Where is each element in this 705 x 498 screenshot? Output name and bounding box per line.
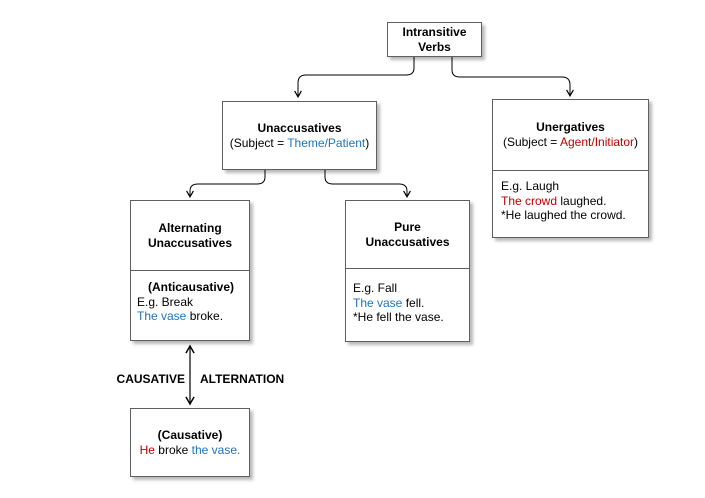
label-alternation: ALTERNATION <box>200 372 285 386</box>
example-label: E.g. Fall <box>353 281 398 295</box>
text-segment-theme-patient: Theme/Patient <box>287 135 366 150</box>
text-segment: fell. <box>402 295 425 310</box>
node-unergatives-body: E.g. Laugh The crowd laughed. *He laughe… <box>493 171 648 223</box>
node-pure-unaccusatives: Pure Unaccusatives E.g. Fall The vase fe… <box>345 200 470 342</box>
node-pure-header: Pure Unaccusatives <box>346 201 469 269</box>
example-label: E.g. Break <box>137 294 194 309</box>
node-subtitle: (Subject = Agent/Initiator) <box>503 135 638 150</box>
text-segment: (Subject = <box>502 135 560 149</box>
text-segment: broke. <box>186 309 224 323</box>
causative-example: He broke the vase. <box>140 443 241 458</box>
edge-root-to-unaccusatives <box>294 57 415 99</box>
text-segment-subject: The vase <box>137 309 187 323</box>
text-segment-subject: The crowd <box>501 193 558 208</box>
text-segment-verb: broke <box>154 442 192 457</box>
ungrammatical-example: *He fell the vase. <box>353 310 444 324</box>
grammatical-example: The vase broke. <box>137 309 245 324</box>
node-intransitive-verbs: Intransitive Verbs <box>387 22 482 57</box>
node-subtitle: (Subject = Theme/Patient) <box>230 136 370 151</box>
node-title: Alternating Unaccusatives <box>147 220 233 250</box>
text-segment-agent-initiator: Agent/Initiator <box>560 135 635 149</box>
node-title: Unergatives <box>536 120 605 134</box>
node-pure-body: E.g. Fall The vase fell. *He fell the va… <box>346 269 469 325</box>
node-unaccusatives: Unaccusatives (Subject = Theme/Patient) <box>222 101 377 170</box>
text-segment: ) <box>634 135 639 149</box>
grammatical-example: The crowd laughed. <box>501 194 642 209</box>
node-title: Intransitive Verbs <box>402 24 467 54</box>
edge-root-to-unergatives <box>451 57 574 98</box>
node-title: Unaccusatives <box>257 120 342 135</box>
text-segment-subject: The vase <box>353 295 403 310</box>
node-alternating-body: (Anticausative) E.g. Break The vase brok… <box>131 271 249 324</box>
node-unergatives: Unergatives (Subject = Agent/Initiator) … <box>492 99 649 238</box>
node-alternating-header: Alternating Unaccusatives <box>131 201 249 271</box>
label-causative: CAUSATIVE <box>116 372 185 386</box>
edge-unaccusatives-to-pure <box>324 170 411 199</box>
grammatical-example: The vase fell. <box>353 296 465 311</box>
text-segment-object: the vase. <box>191 442 241 457</box>
node-title: Pure Unaccusatives <box>365 219 450 249</box>
edge-unaccusatives-to-alternating <box>186 170 266 199</box>
node-heading: (Causative) <box>157 427 223 442</box>
text-segment: (Subject = <box>229 135 288 150</box>
text-segment: laughed. <box>557 193 607 208</box>
text-segment: ) <box>365 135 370 150</box>
subheading: (Anticausative) <box>147 280 235 294</box>
example-label: E.g. Laugh <box>501 179 560 193</box>
node-alternating-unaccusatives: Alternating Unaccusatives (Anticausative… <box>130 200 250 341</box>
node-causative: (Causative) He broke the vase. <box>130 408 250 477</box>
ungrammatical-example: *He laughed the crowd. <box>501 208 626 222</box>
text-segment-subject: He <box>139 442 155 457</box>
node-unergatives-header: Unergatives (Subject = Agent/Initiator) <box>493 100 648 171</box>
